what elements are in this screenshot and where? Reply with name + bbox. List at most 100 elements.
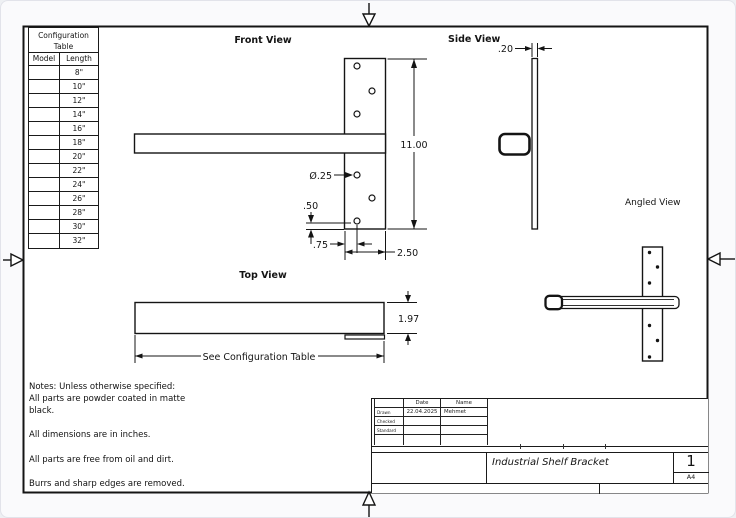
dim-side-thickness (515, 43, 552, 57)
dim-top-length-label: See Configuration Table (203, 352, 316, 363)
note-burrs: Burrs and sharp edges are removed. (29, 479, 185, 489)
table-row: 32" (29, 234, 98, 248)
centering-mark-top (361, 3, 377, 28)
dim-front-plate-width (345, 231, 395, 260)
table-row: 26" (29, 192, 98, 206)
note-oil-dirt: All parts are free from oil and dirt. (29, 455, 174, 465)
top-arm (134, 301, 385, 335)
dim-top-length (134, 335, 385, 363)
sheet-number-divider (673, 452, 674, 483)
config-model-cell (29, 122, 60, 136)
approval-name (441, 426, 488, 435)
dim-front-hole-bottom-label: .50 (303, 201, 318, 212)
config-model-cell (29, 164, 60, 178)
dim-front-hole-edge-label: .75 (313, 240, 328, 251)
config-model-cell (29, 94, 60, 108)
bottom-band-divider (599, 483, 600, 494)
table-row: 10" (29, 80, 98, 94)
dim-top-depth-label: 1.97 (398, 314, 419, 325)
approval-label: Drawn (375, 408, 404, 417)
approval-header-name: Name (441, 399, 488, 408)
column-header-length: Length (60, 53, 98, 66)
title-block: Date Name Drawn 22.04.2025 Mehmet Checke… (371, 398, 709, 494)
config-model-cell (29, 80, 60, 94)
paper-size: A4 (686, 473, 696, 481)
config-length-cell: 32" (72, 236, 86, 245)
config-length-cell: 12" (60, 94, 98, 108)
angled-arm-inner-lines (563, 299, 674, 306)
dim-front-height (387, 58, 427, 230)
table-row: 12" (29, 94, 98, 108)
table-row: 8" (29, 66, 98, 80)
table-row: 28" (29, 206, 98, 220)
dim-front-hole-dia (334, 172, 353, 178)
config-table-rows: 8"10"12"14"16"18"20"22"24"26"28"30"32" (29, 66, 98, 248)
approval-date (404, 417, 441, 426)
dim-side-thickness-label: .20 (498, 44, 513, 55)
approval-row-drawn: Drawn 22.04.2025 Mehmet (375, 408, 489, 417)
title-block-approval-table: Date Name Drawn 22.04.2025 Mehmet Checke… (374, 399, 489, 445)
config-length-cell: 22" (60, 164, 98, 178)
approval-label: Standard (375, 426, 404, 435)
table-row: 24" (29, 178, 98, 192)
config-model-cell (29, 234, 60, 248)
dim-front-hole-dia-label: Ø.25 (309, 171, 332, 182)
config-model-cell (29, 220, 60, 234)
approval-label: Checked (375, 417, 404, 426)
table-row: 30" (29, 220, 98, 234)
dim-front-hole-bottom (306, 212, 351, 244)
drawing-title: Industrial Shelf Bracket (492, 457, 609, 468)
title-block-divider-lower (372, 483, 708, 484)
centering-mark-right (706, 251, 735, 267)
angled-view: Angled View (544, 198, 681, 362)
config-length-cell: 30" (60, 220, 98, 234)
config-model-cell (29, 150, 60, 164)
approval-header-row: Date Name (375, 399, 489, 408)
config-length-cell: 18" (60, 136, 98, 150)
note-coating: All parts are powder coated in matte bla… (29, 394, 186, 416)
config-length-cell: 28" (60, 206, 98, 220)
configuration-table: Configuration Table Model Length 8"10"12… (28, 27, 99, 249)
top-view: Top View 1.97 See Configuration Table (134, 270, 419, 363)
scale-tick (563, 443, 564, 449)
angled-plate-holes (647, 250, 660, 359)
side-view: Side View .20 (448, 34, 552, 230)
configuration-table-title: Configuration Table (29, 28, 98, 53)
front-plate-holes (353, 62, 376, 225)
side-view-label: Side View (448, 34, 501, 45)
column-header-model: Model (29, 53, 60, 66)
approval-row-checked: Checked (375, 417, 489, 426)
title-block-divider-mid (372, 452, 708, 453)
config-length-cell: 10" (60, 80, 98, 94)
config-length-cell: 26" (60, 192, 98, 206)
config-length-cell: 24" (60, 178, 98, 192)
approval-filler-row (375, 435, 489, 445)
front-view-label: Front View (234, 35, 292, 46)
config-model-cell (29, 136, 60, 150)
angled-view-label: Angled View (625, 198, 681, 208)
config-model-cell (29, 66, 60, 80)
config-model-cell (29, 206, 60, 220)
title-cell-divider (486, 452, 487, 483)
side-arm-tube (498, 132, 531, 156)
approval-date (404, 426, 441, 435)
dim-top-depth (387, 291, 417, 345)
config-length-cell: 20" (60, 150, 98, 164)
table-row: 20" (29, 150, 98, 164)
angled-arm-end-cap (544, 294, 564, 311)
table-row: 14" (29, 108, 98, 122)
config-length-cell: 14" (60, 108, 98, 122)
front-arm (133, 133, 387, 154)
approval-name (441, 417, 488, 426)
sheet-number-underline (673, 472, 709, 473)
top-view-label: Top View (239, 270, 287, 281)
centering-mark-left (3, 252, 25, 268)
front-view: Front View 11.00 Ø.25 (133, 35, 428, 260)
top-plate-edge (344, 334, 386, 340)
angled-arm (546, 295, 680, 310)
dim-front-hole-edge (330, 225, 372, 260)
dim-front-height-label: 11.00 (400, 140, 427, 151)
note-dimensions: All dimensions are in inches. (29, 430, 151, 440)
table-row: 18" (29, 136, 98, 150)
